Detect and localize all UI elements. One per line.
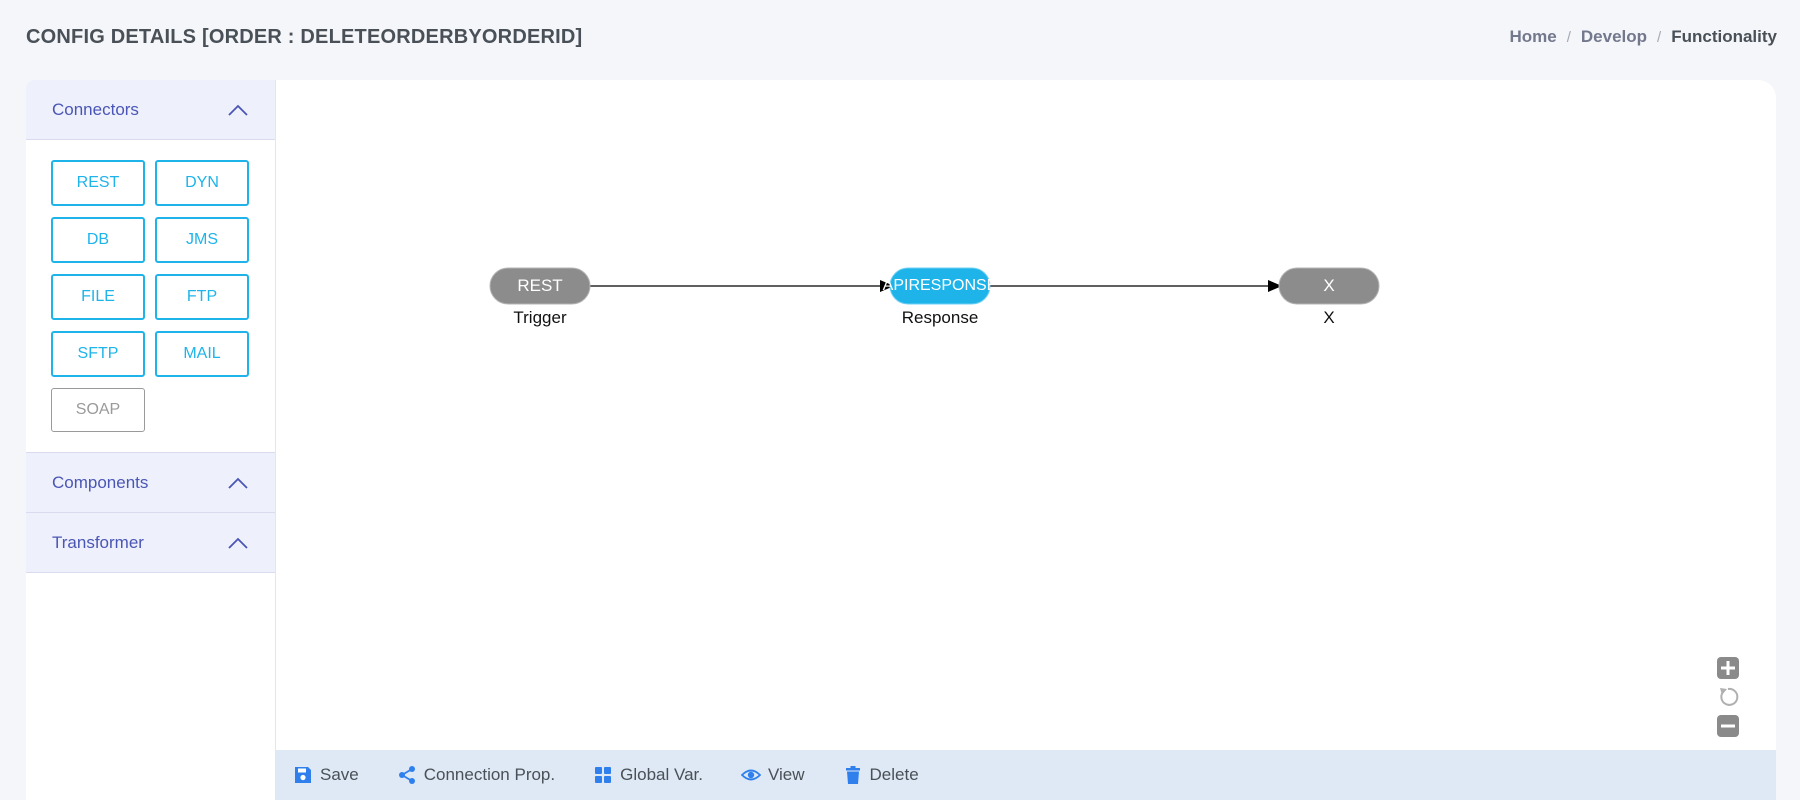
view-label: View xyxy=(767,765,805,784)
share-icon xyxy=(398,766,415,784)
sidebar: Connectors REST DYN DB JMS FILE FTP SFTP… xyxy=(26,80,276,800)
mail-connector-button[interactable]: MAIL xyxy=(155,331,249,377)
delete-label: Delete xyxy=(869,765,919,784)
connectors-panel: REST DYN DB JMS FILE FTP SFTP MAIL SOAP xyxy=(26,140,275,453)
flow-node-trigger-label: Trigger xyxy=(513,308,567,327)
jms-connector-button[interactable]: JMS xyxy=(155,217,249,263)
file-connector-button[interactable]: FILE xyxy=(51,274,145,320)
chevron-up-icon xyxy=(228,537,248,549)
connection-prop-button[interactable]: Connection Prop. xyxy=(397,765,555,785)
save-button[interactable]: Save xyxy=(293,765,359,785)
sftp-connector-button[interactable]: SFTP xyxy=(51,331,145,377)
flow-node-rest[interactable] xyxy=(489,267,591,305)
chevron-up-icon xyxy=(228,477,248,489)
flow-node-response-label: Response xyxy=(901,308,979,327)
components-accordion-header[interactable]: Components xyxy=(26,453,275,513)
flow-canvas[interactable]: REST APIRESPONSE X Trigger Response X xyxy=(276,80,1776,750)
page-header: CONFIG DETAILS [ORDER : DELETEORDERBYORD… xyxy=(0,0,1800,78)
bottom-toolbar: Save Connection Prop. Global Var. View xyxy=(276,750,1776,800)
chevron-up-icon xyxy=(228,104,248,116)
zoom-out-icon[interactable] xyxy=(1716,714,1740,738)
dyn-connector-button[interactable]: DYN xyxy=(155,160,249,206)
save-label: Save xyxy=(320,765,359,784)
breadcrumb: Home / Develop / Functionality xyxy=(1510,27,1778,47)
flow-node-x-label: X xyxy=(1323,308,1335,327)
flow-node-x-text: X xyxy=(1323,276,1335,295)
soap-connector-button[interactable]: SOAP xyxy=(51,388,145,432)
db-connector-button[interactable]: DB xyxy=(51,217,145,263)
eye-icon xyxy=(740,769,761,781)
delete-button[interactable]: Delete xyxy=(843,765,919,785)
breadcrumb-separator: / xyxy=(1657,28,1662,46)
flow-node-rest-text: REST xyxy=(517,276,563,295)
grid-icon xyxy=(595,767,612,783)
save-icon xyxy=(295,767,311,783)
connection-prop-label: Connection Prop. xyxy=(423,765,556,784)
connectors-accordion-header[interactable]: Connectors xyxy=(26,80,275,140)
transformer-title: Transformer xyxy=(52,532,144,552)
global-var-button[interactable]: Global Var. xyxy=(593,765,703,785)
flow-node-apiresponse-text: APIRESPONSE xyxy=(882,277,998,294)
breadcrumb-separator: / xyxy=(1566,28,1571,46)
breadcrumb-home[interactable]: Home xyxy=(1509,27,1557,46)
breadcrumb-develop[interactable]: Develop xyxy=(1580,27,1648,46)
view-button[interactable]: View xyxy=(740,765,805,785)
transformer-accordion-header[interactable]: Transformer xyxy=(26,513,275,573)
rest-connector-button[interactable]: REST xyxy=(51,160,145,206)
zoom-in-icon[interactable] xyxy=(1716,656,1740,680)
ftp-connector-button[interactable]: FTP xyxy=(155,274,249,320)
flow-node-apiresponse[interactable] xyxy=(889,267,991,305)
flow-diagram xyxy=(489,267,1380,305)
reset-zoom-icon[interactable] xyxy=(1716,685,1740,709)
components-title: Components xyxy=(52,472,149,492)
breadcrumb-functionality: Functionality xyxy=(1671,27,1777,46)
page-title: CONFIG DETAILS [ORDER : DELETEORDERBYORD… xyxy=(26,26,583,48)
global-var-label: Global Var. xyxy=(620,765,703,784)
connectors-title: Connectors xyxy=(52,99,139,119)
flow-node-x[interactable] xyxy=(1278,267,1380,305)
trash-icon xyxy=(845,766,860,784)
